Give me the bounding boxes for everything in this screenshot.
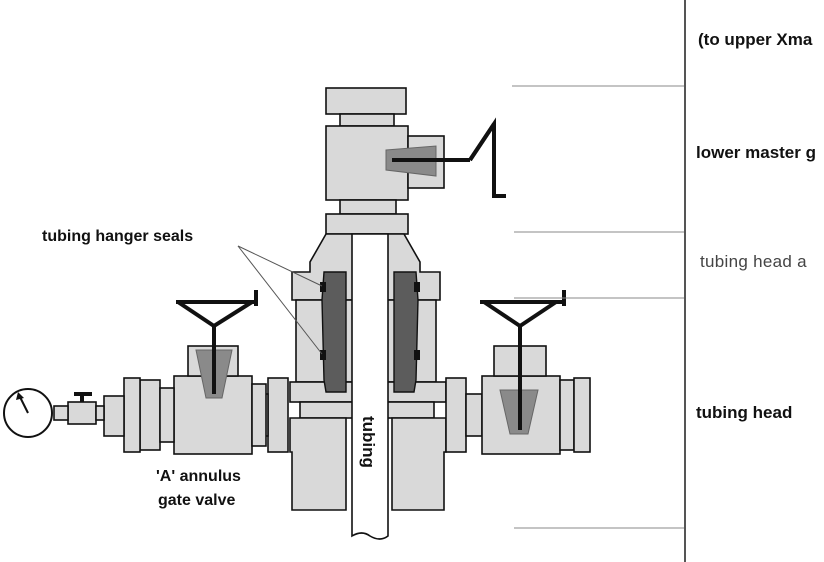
right-lower-flange bbox=[391, 417, 447, 511]
right-valve-flange-1 bbox=[559, 379, 575, 451]
master-valve-handwheel-top bbox=[468, 122, 496, 162]
pressure-gauge-needle-tip bbox=[16, 392, 24, 400]
master-valve-top-cap bbox=[325, 87, 407, 115]
annulus-valve-handwheel bbox=[176, 300, 254, 329]
seal-ring-4 bbox=[414, 350, 420, 360]
right-outlet-flange bbox=[445, 377, 467, 453]
seal-leader-lower bbox=[237, 245, 323, 355]
annulus-valve-flange-left-2 bbox=[123, 377, 141, 453]
right-valve-flange-2 bbox=[573, 377, 591, 453]
annulus-valve-outer-flange bbox=[103, 395, 125, 437]
label-annulus-line-2: gate valve bbox=[158, 492, 236, 509]
label-tubing: tubing bbox=[359, 416, 378, 468]
left-lower-flange bbox=[289, 417, 347, 511]
pressure-gauge-needle bbox=[19, 396, 29, 414]
seal-ring-2 bbox=[320, 350, 326, 360]
label-lower-master-gate: lower master g bbox=[696, 143, 816, 162]
label-tubing-head: tubing head bbox=[696, 403, 793, 422]
needle-valve-nipple bbox=[95, 405, 105, 421]
right-valve-handwheel bbox=[482, 300, 558, 329]
annulus-valve-flange-left-3 bbox=[159, 387, 175, 443]
label-annulus-line-1: 'A' annulus bbox=[156, 468, 241, 485]
label-column-divider bbox=[684, 0, 686, 562]
annulus-valve-body bbox=[173, 375, 253, 455]
master-valve-base-flange bbox=[325, 213, 409, 235]
label-tubing-hanger-seals: tubing hanger seals bbox=[42, 228, 194, 245]
left-hanger-seal bbox=[321, 271, 347, 393]
label-tubing-head-adapter: tubing head a bbox=[700, 252, 807, 271]
tubing-pipe bbox=[351, 233, 389, 540]
master-valve-lower-flange bbox=[339, 199, 397, 215]
master-valve-bonnet bbox=[339, 113, 395, 127]
label-to-upper-xmas: (to upper Xma bbox=[698, 30, 813, 49]
seal-ring-3 bbox=[414, 282, 420, 292]
seal-ring-1 bbox=[320, 282, 326, 292]
seal-leader-upper bbox=[237, 245, 323, 287]
needle-valve-body bbox=[67, 401, 97, 425]
right-outlet-spool bbox=[465, 393, 483, 437]
gauge-nipple bbox=[53, 405, 69, 421]
right-hanger-seal bbox=[393, 271, 419, 393]
left-outlet-flange bbox=[267, 377, 289, 453]
annulus-valve-flange-left-1 bbox=[139, 379, 161, 451]
annulus-valve-flange-right bbox=[251, 383, 267, 447]
